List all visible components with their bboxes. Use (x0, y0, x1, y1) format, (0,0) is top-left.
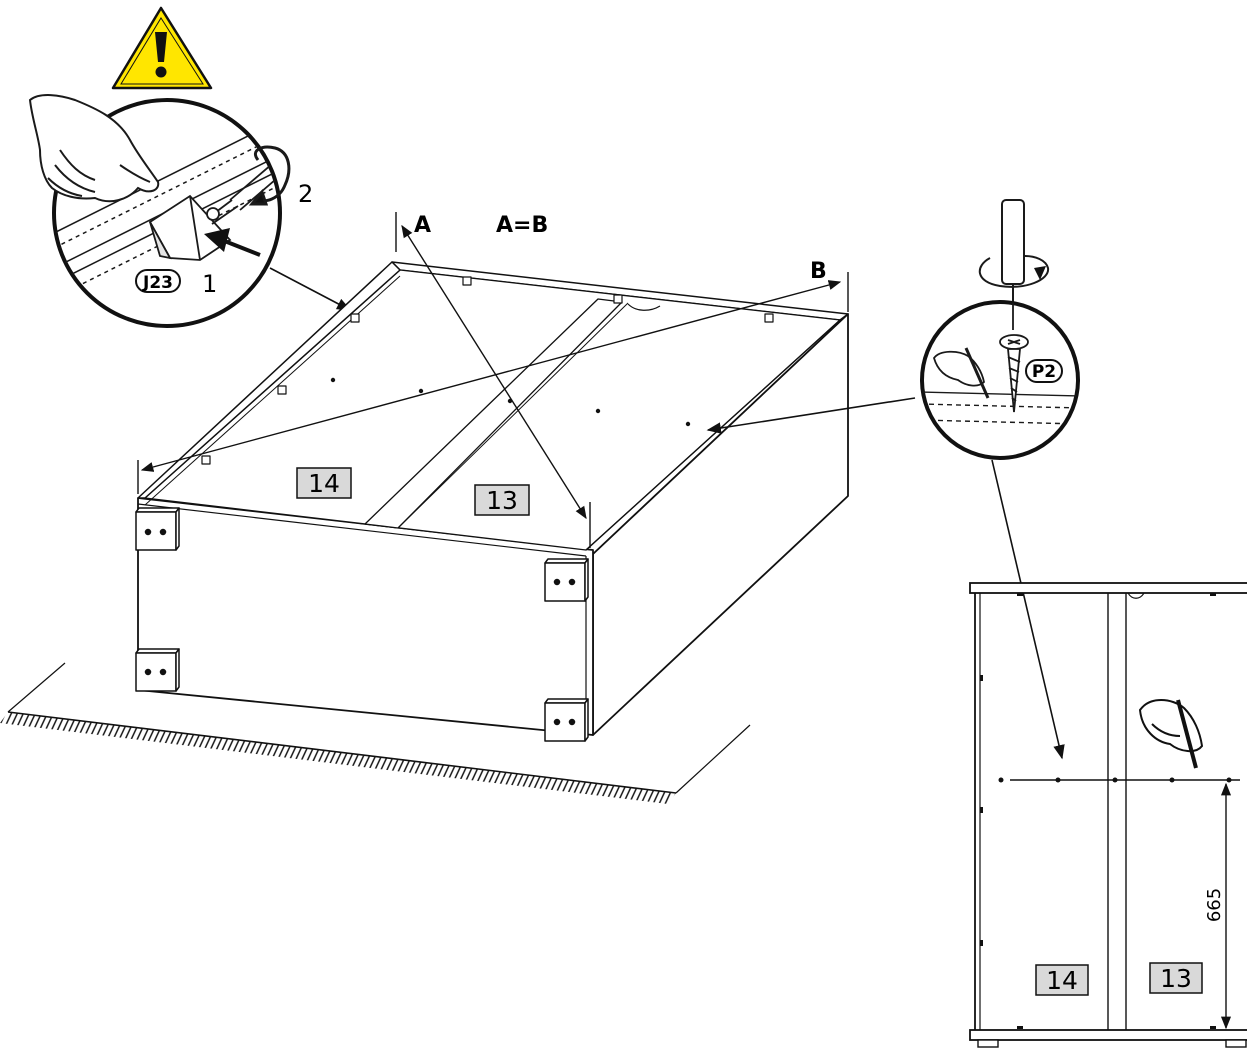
measure-equation-label: A=B (496, 213, 548, 238)
hand-icon (28, 94, 160, 203)
front-view-detail (969, 582, 1247, 1048)
detail-circle-right: P2 (920, 300, 1080, 460)
part-label-p2-text: P2 (1032, 362, 1056, 382)
measure-a-label: A (414, 213, 431, 238)
rotation-arrow-icon (248, 145, 291, 206)
screw-icon (999, 302, 1029, 413)
part-label-j23-text: J23 (142, 273, 173, 293)
panel-label-14-detail-text: 14 (1046, 966, 1078, 995)
panel-label-14-main: 14 (296, 467, 352, 499)
hand-with-pencil-icon (1138, 699, 1204, 769)
screwdriver-top (978, 199, 1050, 306)
screwdriver-icon (206, 139, 280, 225)
hand-with-pencil-icon (933, 347, 990, 399)
panel-label-13-detail: 13 (1149, 962, 1203, 994)
leader-arrow-left (269, 267, 352, 311)
panel-label-13-main-text: 13 (486, 486, 518, 515)
measure-b-label: B (810, 259, 827, 284)
panel-label-13-main: 13 (474, 484, 530, 516)
part-label-p2: P2 (1025, 359, 1063, 383)
panel-label-14-detail: 14 (1035, 964, 1089, 996)
leader-arrow-down (991, 459, 1065, 760)
push-arrow-icon (204, 228, 261, 257)
panel-label-14-main-text: 14 (308, 469, 340, 498)
step-2-label: 2 (298, 180, 313, 208)
leader-arrow-right (706, 397, 916, 434)
warning-triangle-icon (111, 6, 213, 90)
bracket-j23 (148, 194, 232, 261)
diagonal-measurement (137, 212, 849, 548)
part-label-j23: J23 (135, 269, 181, 293)
step-1-label: 1 (202, 270, 217, 298)
dimension-665-label: 665 (1204, 888, 1225, 922)
cabinet-feet (135, 507, 589, 742)
panel-label-13-detail-text: 13 (1160, 964, 1192, 993)
detail-circle-left: J23 (28, 94, 291, 328)
floor (0, 662, 751, 804)
